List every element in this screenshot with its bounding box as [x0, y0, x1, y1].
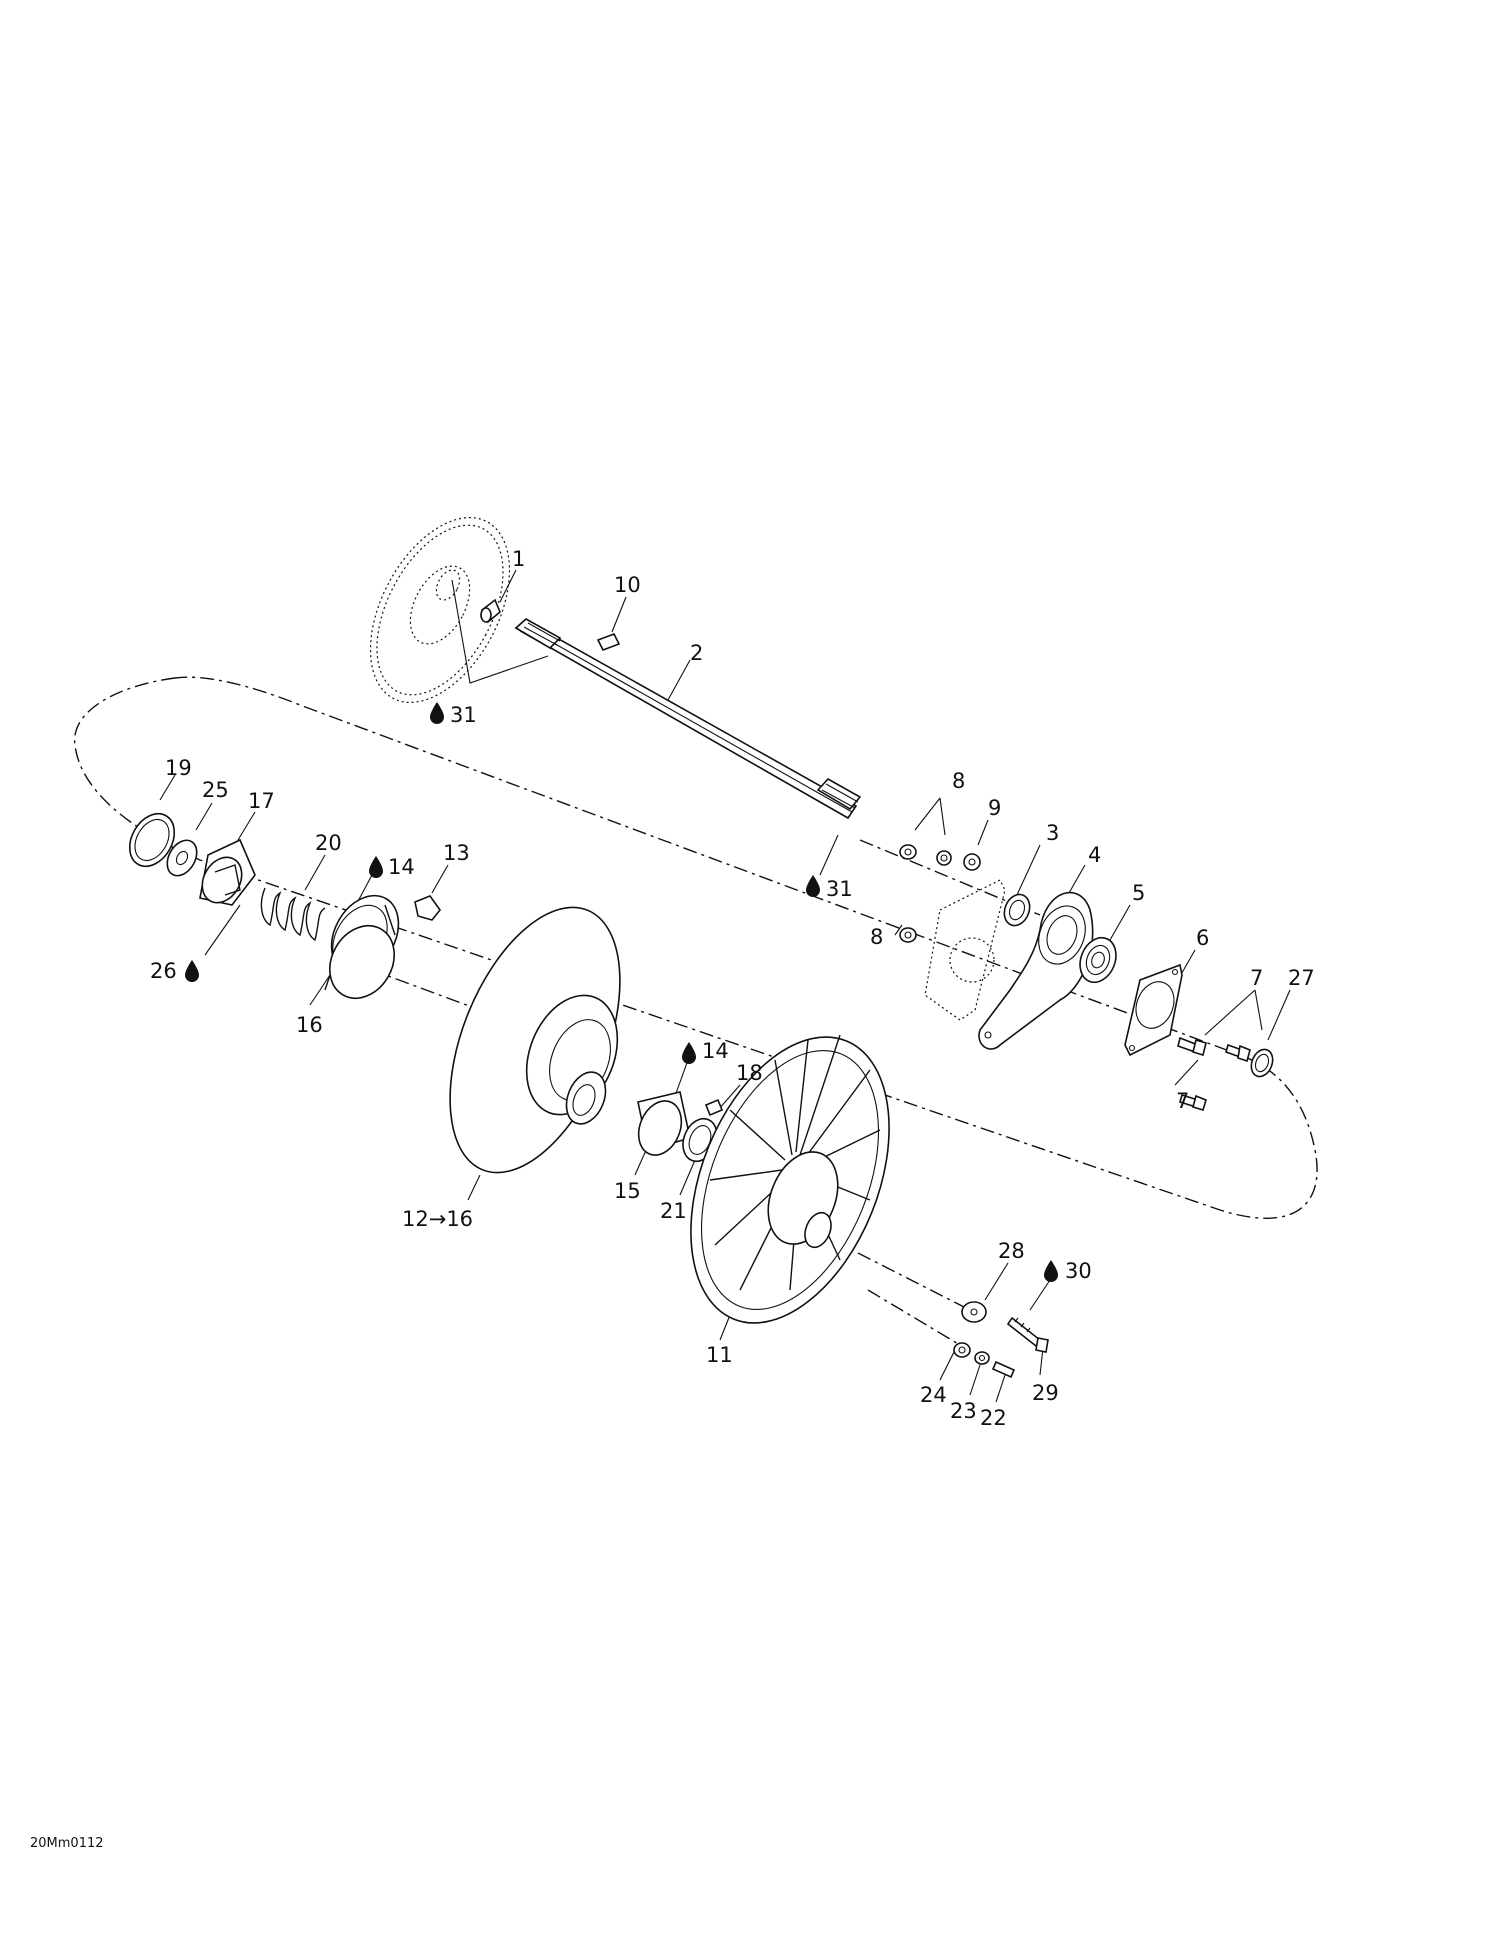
part-3-washer: [1003, 893, 1031, 927]
callout-6: 6: [1196, 926, 1209, 950]
callout-26: 26: [150, 959, 177, 983]
callout-29: 29: [1032, 1381, 1059, 1405]
part-7-bolt-a: [1177, 1036, 1207, 1057]
callout-31-lower: 31: [826, 877, 853, 901]
part-18-key: [704, 1098, 724, 1117]
part-1-plug: [480, 598, 501, 624]
part-7-bolt-c: [1179, 1093, 1207, 1111]
callout-5: 5: [1132, 881, 1145, 905]
callout-11: 11: [706, 1343, 733, 1367]
callout-17: 17: [248, 789, 275, 813]
callout-25: 25: [202, 778, 229, 802]
callout-20: 20: [315, 831, 342, 855]
callout-9: 9: [988, 796, 1001, 820]
callout-2: 2: [690, 641, 703, 665]
part-4-bearing-plate: [978, 891, 1094, 1050]
drop-icon: [682, 1042, 696, 1064]
part-2-shaft: [514, 618, 862, 820]
callout-1: 1: [512, 547, 525, 571]
sprocket-reference: [369, 517, 511, 703]
part-15-bushing: [637, 1091, 691, 1156]
callout-10: 10: [614, 573, 641, 597]
part-11-fixed-half: [690, 1034, 890, 1324]
part-7-bolt-b: [1225, 1043, 1251, 1063]
drive-belt-outline: [74, 676, 1318, 1219]
callout-13: 13: [443, 841, 470, 865]
part-27-circlip: [1250, 1048, 1274, 1078]
part-13-slider: [414, 895, 442, 921]
part-24-nut: [953, 1342, 971, 1358]
drop-icon: [1044, 1260, 1058, 1282]
part-17-cam: [199, 838, 256, 906]
drop-icon: [430, 702, 444, 724]
callout-12-16: 12→16: [402, 1207, 473, 1231]
callout-3: 3: [1046, 821, 1059, 845]
callout-16: 16: [296, 1013, 323, 1037]
callout-21: 21: [660, 1199, 687, 1223]
part-8-nut-lower: [899, 927, 917, 943]
drop-icon: [185, 960, 199, 982]
part-25-washer: [166, 839, 198, 877]
figure-code: 20Mm0112: [30, 1836, 104, 1851]
callout-18: 18: [736, 1061, 763, 1085]
part-20-spring: [260, 887, 326, 942]
callout-27: 27: [1288, 966, 1315, 990]
callout-8-lower: 8: [870, 925, 883, 949]
part-22-set-screw: [991, 1360, 1016, 1379]
callout-14-lower: 14: [702, 1039, 729, 1063]
callout-22: 22: [980, 1406, 1007, 1430]
bracket-plate-reference: [924, 879, 1006, 1021]
callout-15: 15: [614, 1179, 641, 1203]
part-8-nut-upper: [899, 844, 952, 866]
callout-23: 23: [950, 1399, 977, 1423]
part-29-screw: [1006, 1316, 1049, 1353]
callout-14-upper: 14: [388, 855, 415, 879]
lubricant-drop-icons: [185, 702, 1058, 1282]
drop-icon: [806, 875, 820, 898]
part-6-flange-housing: [1124, 963, 1183, 1057]
part-9-washer: [963, 853, 981, 871]
callout-28: 28: [998, 1239, 1025, 1263]
leader-lines: [159, 569, 1291, 1403]
part-23-washer: [974, 1351, 990, 1365]
drop-icon: [369, 856, 383, 878]
part-5-bearing: [1079, 936, 1117, 984]
callout-19: 19: [165, 756, 192, 780]
part-10-key: [596, 632, 621, 652]
callout-4: 4: [1088, 843, 1101, 867]
callout-31-upper: 31: [450, 703, 477, 727]
assembly-axis-lines: [344, 839, 1041, 1346]
callout-24: 24: [920, 1383, 947, 1407]
callout-labels: 1 10 2 31 19 25 17 20 14 13 26 16 8 9 3 …: [150, 547, 1315, 1430]
part-19-circlip: [128, 812, 176, 868]
callout-7-lower: 7: [1176, 1089, 1189, 1113]
part-16-ring: [324, 894, 400, 999]
part-28-washer: [961, 1301, 987, 1323]
callout-30: 30: [1065, 1259, 1092, 1283]
part-12-sliding-half: [449, 906, 621, 1174]
callout-8-upper: 8: [952, 769, 965, 793]
callout-7-upper: 7: [1250, 966, 1263, 990]
